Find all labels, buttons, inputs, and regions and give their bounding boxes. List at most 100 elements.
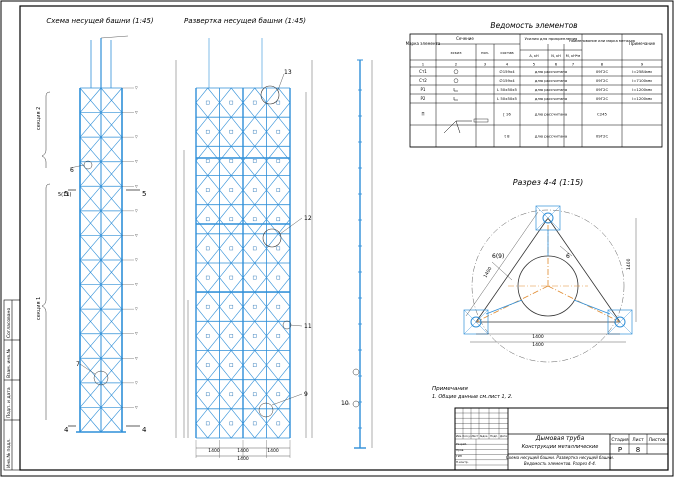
brace: [79, 259, 102, 285]
gusset-plate: [205, 159, 210, 163]
gusset-plate: [252, 304, 257, 309]
section-outer-ring: [471, 209, 625, 363]
tb-role-label: Н.контр.: [456, 460, 469, 464]
tb-role-label: ГИП: [456, 454, 462, 458]
spec-cell-steel: 09Г2С: [596, 134, 609, 139]
brace: [100, 358, 123, 384]
tb-h-sheets: Листов: [649, 437, 666, 443]
gusset-plate: [276, 100, 281, 105]
callout-leader: [271, 393, 303, 406]
gusset-plate: [205, 100, 210, 105]
unfold-diamond: [242, 320, 267, 351]
tb-col-label: Подп.: [490, 434, 498, 438]
leader-top: [100, 35, 129, 39]
spec-h-n: N, кН: [551, 54, 561, 58]
unfold-diamond: [219, 145, 244, 176]
scheme-callout6: 6: [70, 167, 74, 174]
spec-h-note: Примечание: [629, 41, 656, 46]
brace: [79, 161, 102, 187]
spec-col-number: 8: [601, 62, 604, 67]
gusset-plate: [229, 159, 234, 163]
level-mark: ▽: [135, 160, 138, 164]
detail-circle: [93, 370, 109, 386]
gusset-plate: [205, 188, 210, 192]
unfold-diamond: [266, 87, 291, 118]
tb-sheet: 8: [636, 446, 640, 454]
section-column: [470, 316, 482, 328]
side-column-view: [344, 59, 373, 449]
side-stamp: [3, 299, 21, 471]
spec-cell-comp: L 50х50х5: [497, 87, 517, 92]
spec-col-number: 2: [455, 62, 458, 67]
gusset-plate: [276, 304, 281, 309]
sketch-channel-icon: [473, 118, 489, 123]
brace: [79, 333, 102, 359]
detail-circle: [258, 402, 274, 418]
section2-brace: [41, 91, 51, 168]
unfold-diamond: [266, 408, 291, 439]
tb-col-label: Лист: [472, 434, 479, 438]
spec-cell-steel: 09Г2С: [596, 87, 609, 92]
spec-cell-forces: длю рассчитана: [535, 78, 567, 83]
gusset-plate: [205, 304, 210, 309]
tb-doc-title-l2: Конструкции металлические: [522, 444, 599, 450]
unfold-diamond: [219, 350, 244, 381]
sketch-plate-icon: [443, 120, 472, 134]
detail-circle: [262, 228, 282, 248]
gusset-plate: [229, 129, 234, 134]
gusset-plate: [229, 246, 234, 251]
brace: [100, 407, 123, 433]
unfold-diamond: [242, 204, 267, 235]
level-mark: ▽: [135, 135, 138, 139]
gusset-plate: [205, 217, 210, 222]
level-mark: ▽: [135, 111, 138, 115]
side-stamp-c3: Взам. инв.№: [6, 349, 12, 378]
tb-role-label: Разраб.: [456, 442, 467, 446]
level-mark: ▽: [135, 283, 138, 287]
sketch-angle-icon: [453, 97, 458, 101]
gusset-plate: [252, 421, 257, 426]
tb-col-label: Изм.: [456, 434, 462, 438]
spec-col-number: 5: [533, 62, 536, 67]
unfold-diamond: [219, 379, 244, 410]
gusset-plate: [229, 334, 234, 338]
gusset-plate: [276, 363, 281, 367]
spec-col-number: 7: [572, 62, 575, 67]
sketch-angle-icon: [453, 88, 458, 92]
gusset-plate: [252, 246, 257, 251]
unfold-diamond: [266, 262, 291, 293]
brace: [100, 112, 123, 138]
gusset-plate: [205, 275, 210, 280]
tb-col-label: Дата: [500, 434, 507, 438]
unfold-diamond: [266, 233, 291, 264]
section-column: [542, 212, 554, 224]
callout-leader: [69, 164, 85, 169]
unfold-diamond: [242, 350, 267, 381]
unfold-diamond: [195, 145, 220, 176]
tb-h-sheet: Лист: [632, 437, 644, 443]
unfold-callout11: 11: [304, 323, 312, 330]
spec-col-number: 1: [422, 62, 425, 67]
notes-line1: 1. Общие данные см.лист 1, 2.: [432, 394, 513, 400]
unfold-diamond: [219, 291, 244, 322]
spec-cell-comp: L 50х50х5: [497, 96, 517, 101]
unfold-diamond: [195, 379, 220, 410]
unfold-width1: 1400: [208, 448, 220, 454]
detail-circle: [352, 368, 360, 376]
level-mark: ▽: [135, 233, 138, 237]
unfold-diamond: [219, 320, 244, 351]
level-mark: ▽: [135, 86, 138, 90]
level-mark: ▽: [135, 184, 138, 188]
unfold-callout13: 13: [284, 69, 292, 76]
unfold-diamond: [195, 408, 220, 439]
gusset-plate: [229, 421, 234, 426]
unfold-diamond: [195, 291, 220, 322]
section-callout6a: 6(9): [492, 253, 504, 260]
section-4-4-view: [463, 205, 637, 363]
sketch-pipe-icon: [453, 69, 459, 74]
unfold-diamond: [195, 262, 220, 293]
unfold-callout9: 9: [304, 391, 308, 398]
scheme-section2: секция 2: [36, 107, 42, 130]
detail-circle: [352, 400, 360, 408]
